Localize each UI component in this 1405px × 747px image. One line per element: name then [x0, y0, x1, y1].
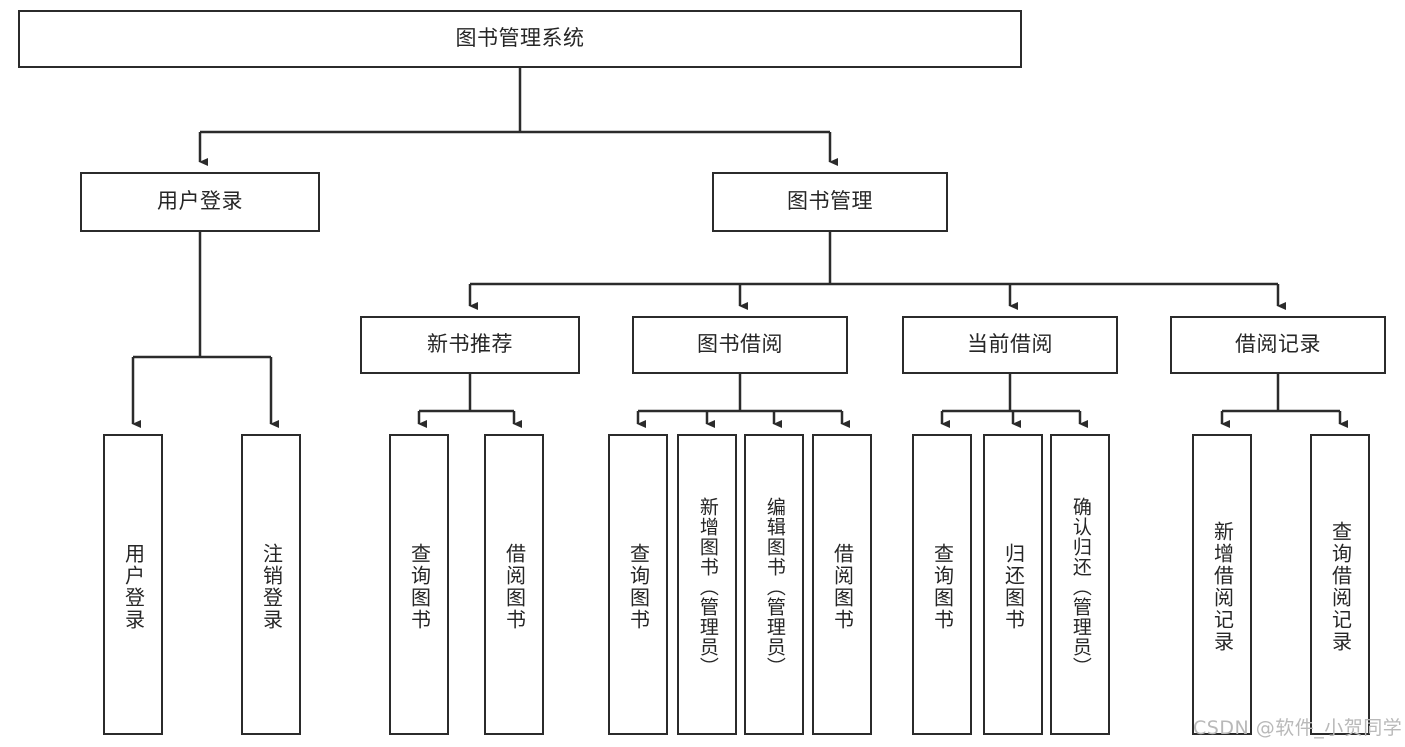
node-borrowing-records[interactable]: 借阅记录: [1170, 316, 1386, 374]
leaf-cur-return-book[interactable]: 归还图书: [983, 434, 1043, 735]
node-label: 图书借阅: [697, 332, 783, 357]
node-label: 查询图书: [626, 542, 651, 631]
node-label: 借阅图书: [502, 542, 527, 631]
node-label: 注销登录: [259, 542, 284, 631]
leaf-user-logout[interactable]: 注销登录: [241, 434, 301, 735]
leaf-rec-query-book[interactable]: 查询图书: [389, 434, 449, 735]
node-label: 查询图书: [930, 542, 955, 631]
node-label: 编辑图书（管理员）: [763, 496, 786, 677]
node-new-book-recommendation[interactable]: 新书推荐: [360, 316, 580, 374]
node-label: 归还图书: [1001, 542, 1026, 631]
node-user-login[interactable]: 用户登录: [80, 172, 320, 232]
node-label: 图书管理: [787, 189, 873, 214]
leaf-borrow-query-book[interactable]: 查询图书: [608, 434, 668, 735]
node-book-borrowing[interactable]: 图书借阅: [632, 316, 848, 374]
leaf-rec-borrow-book[interactable]: 借阅图书: [484, 434, 544, 735]
node-current-borrowing[interactable]: 当前借阅: [902, 316, 1118, 374]
node-label: 借阅记录: [1235, 332, 1321, 357]
leaf-borrow-lend-book[interactable]: 借阅图书: [812, 434, 872, 735]
node-label: 新增图书（管理员）: [696, 496, 719, 677]
node-label: 当前借阅: [967, 332, 1053, 357]
node-label: 新书推荐: [427, 332, 513, 357]
leaf-cur-confirm-return[interactable]: 确认归还（管理员）: [1050, 434, 1110, 735]
node-label: 确认归还（管理员）: [1069, 496, 1092, 677]
node-label: 查询图书: [407, 542, 432, 631]
node-label: 查询借阅记录: [1328, 520, 1353, 653]
leaf-rec-add-record[interactable]: 新增借阅记录: [1192, 434, 1252, 735]
node-label: 用户登录: [121, 542, 146, 631]
node-label: 图书管理系统: [455, 26, 585, 51]
leaf-cur-query-book[interactable]: 查询图书: [912, 434, 972, 735]
leaf-user-login[interactable]: 用户登录: [103, 434, 163, 735]
node-root[interactable]: 图书管理系统: [18, 10, 1022, 68]
node-book-management[interactable]: 图书管理: [712, 172, 948, 232]
leaf-borrow-edit-book[interactable]: 编辑图书（管理员）: [744, 434, 804, 735]
node-label: 借阅图书: [830, 542, 855, 631]
node-label: 用户登录: [157, 189, 243, 214]
leaf-borrow-add-book[interactable]: 新增图书（管理员）: [677, 434, 737, 735]
node-label: 新增借阅记录: [1210, 520, 1235, 653]
leaf-rec-query-record[interactable]: 查询借阅记录: [1310, 434, 1370, 735]
